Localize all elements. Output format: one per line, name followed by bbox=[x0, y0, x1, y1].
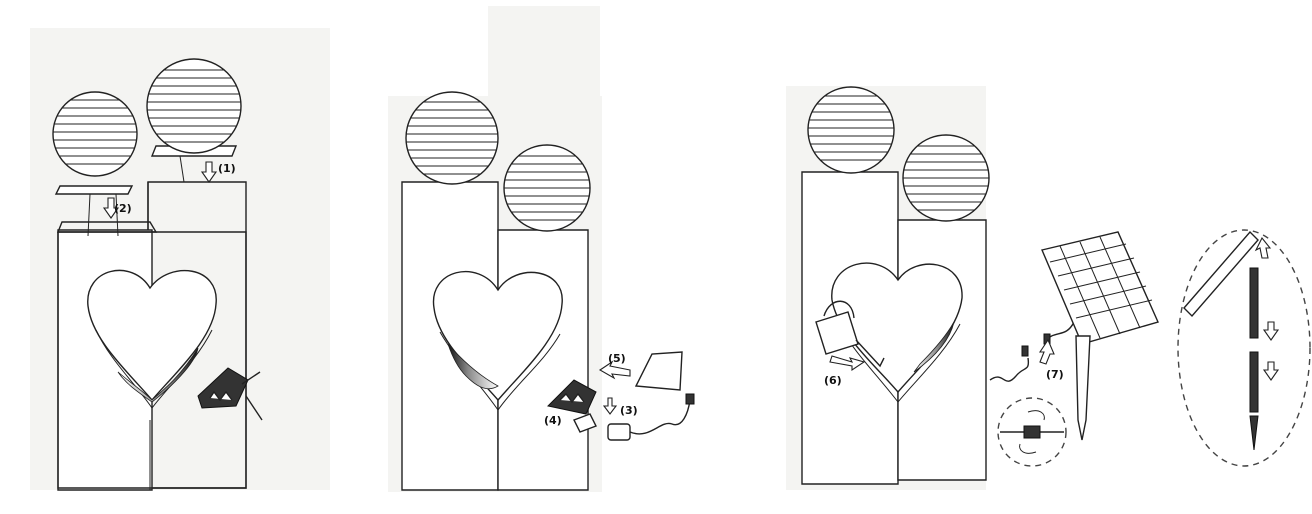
stake-detail-ellipse bbox=[1178, 230, 1310, 466]
down-arrow-step-3 bbox=[604, 398, 616, 414]
step-label-5: (5) bbox=[608, 352, 626, 365]
step-label-7: (7) bbox=[1046, 368, 1064, 381]
step-label-4: (4) bbox=[544, 414, 562, 427]
arrow-step-7 bbox=[1040, 340, 1054, 364]
rotate-icon bbox=[1028, 411, 1044, 420]
panel-1: (1) (2) bbox=[30, 28, 330, 490]
step-label-2: (2) bbox=[114, 202, 132, 215]
panel-3: (6) (7) bbox=[786, 86, 1310, 490]
pump-cable bbox=[990, 358, 1028, 381]
stake-upper bbox=[1250, 268, 1258, 338]
pump-cable bbox=[630, 400, 690, 434]
step-label-1: (1) bbox=[218, 162, 236, 175]
step-label-3: (3) bbox=[620, 404, 638, 417]
stake-spike bbox=[1250, 416, 1258, 450]
stake-lower bbox=[1250, 352, 1258, 412]
panel-2-background-top bbox=[488, 6, 600, 96]
filter-pad bbox=[636, 352, 682, 390]
panel-2: (3) (4) (5) bbox=[388, 6, 694, 492]
step-label-6: (6) bbox=[824, 374, 842, 387]
stand-plate-left bbox=[56, 186, 132, 194]
solar-stake bbox=[1076, 336, 1090, 440]
pump bbox=[608, 424, 630, 440]
down-arrow bbox=[1264, 362, 1278, 380]
solar-panel-edge bbox=[1184, 232, 1258, 316]
down-arrow bbox=[1264, 322, 1278, 340]
up-arrow bbox=[1256, 238, 1270, 258]
